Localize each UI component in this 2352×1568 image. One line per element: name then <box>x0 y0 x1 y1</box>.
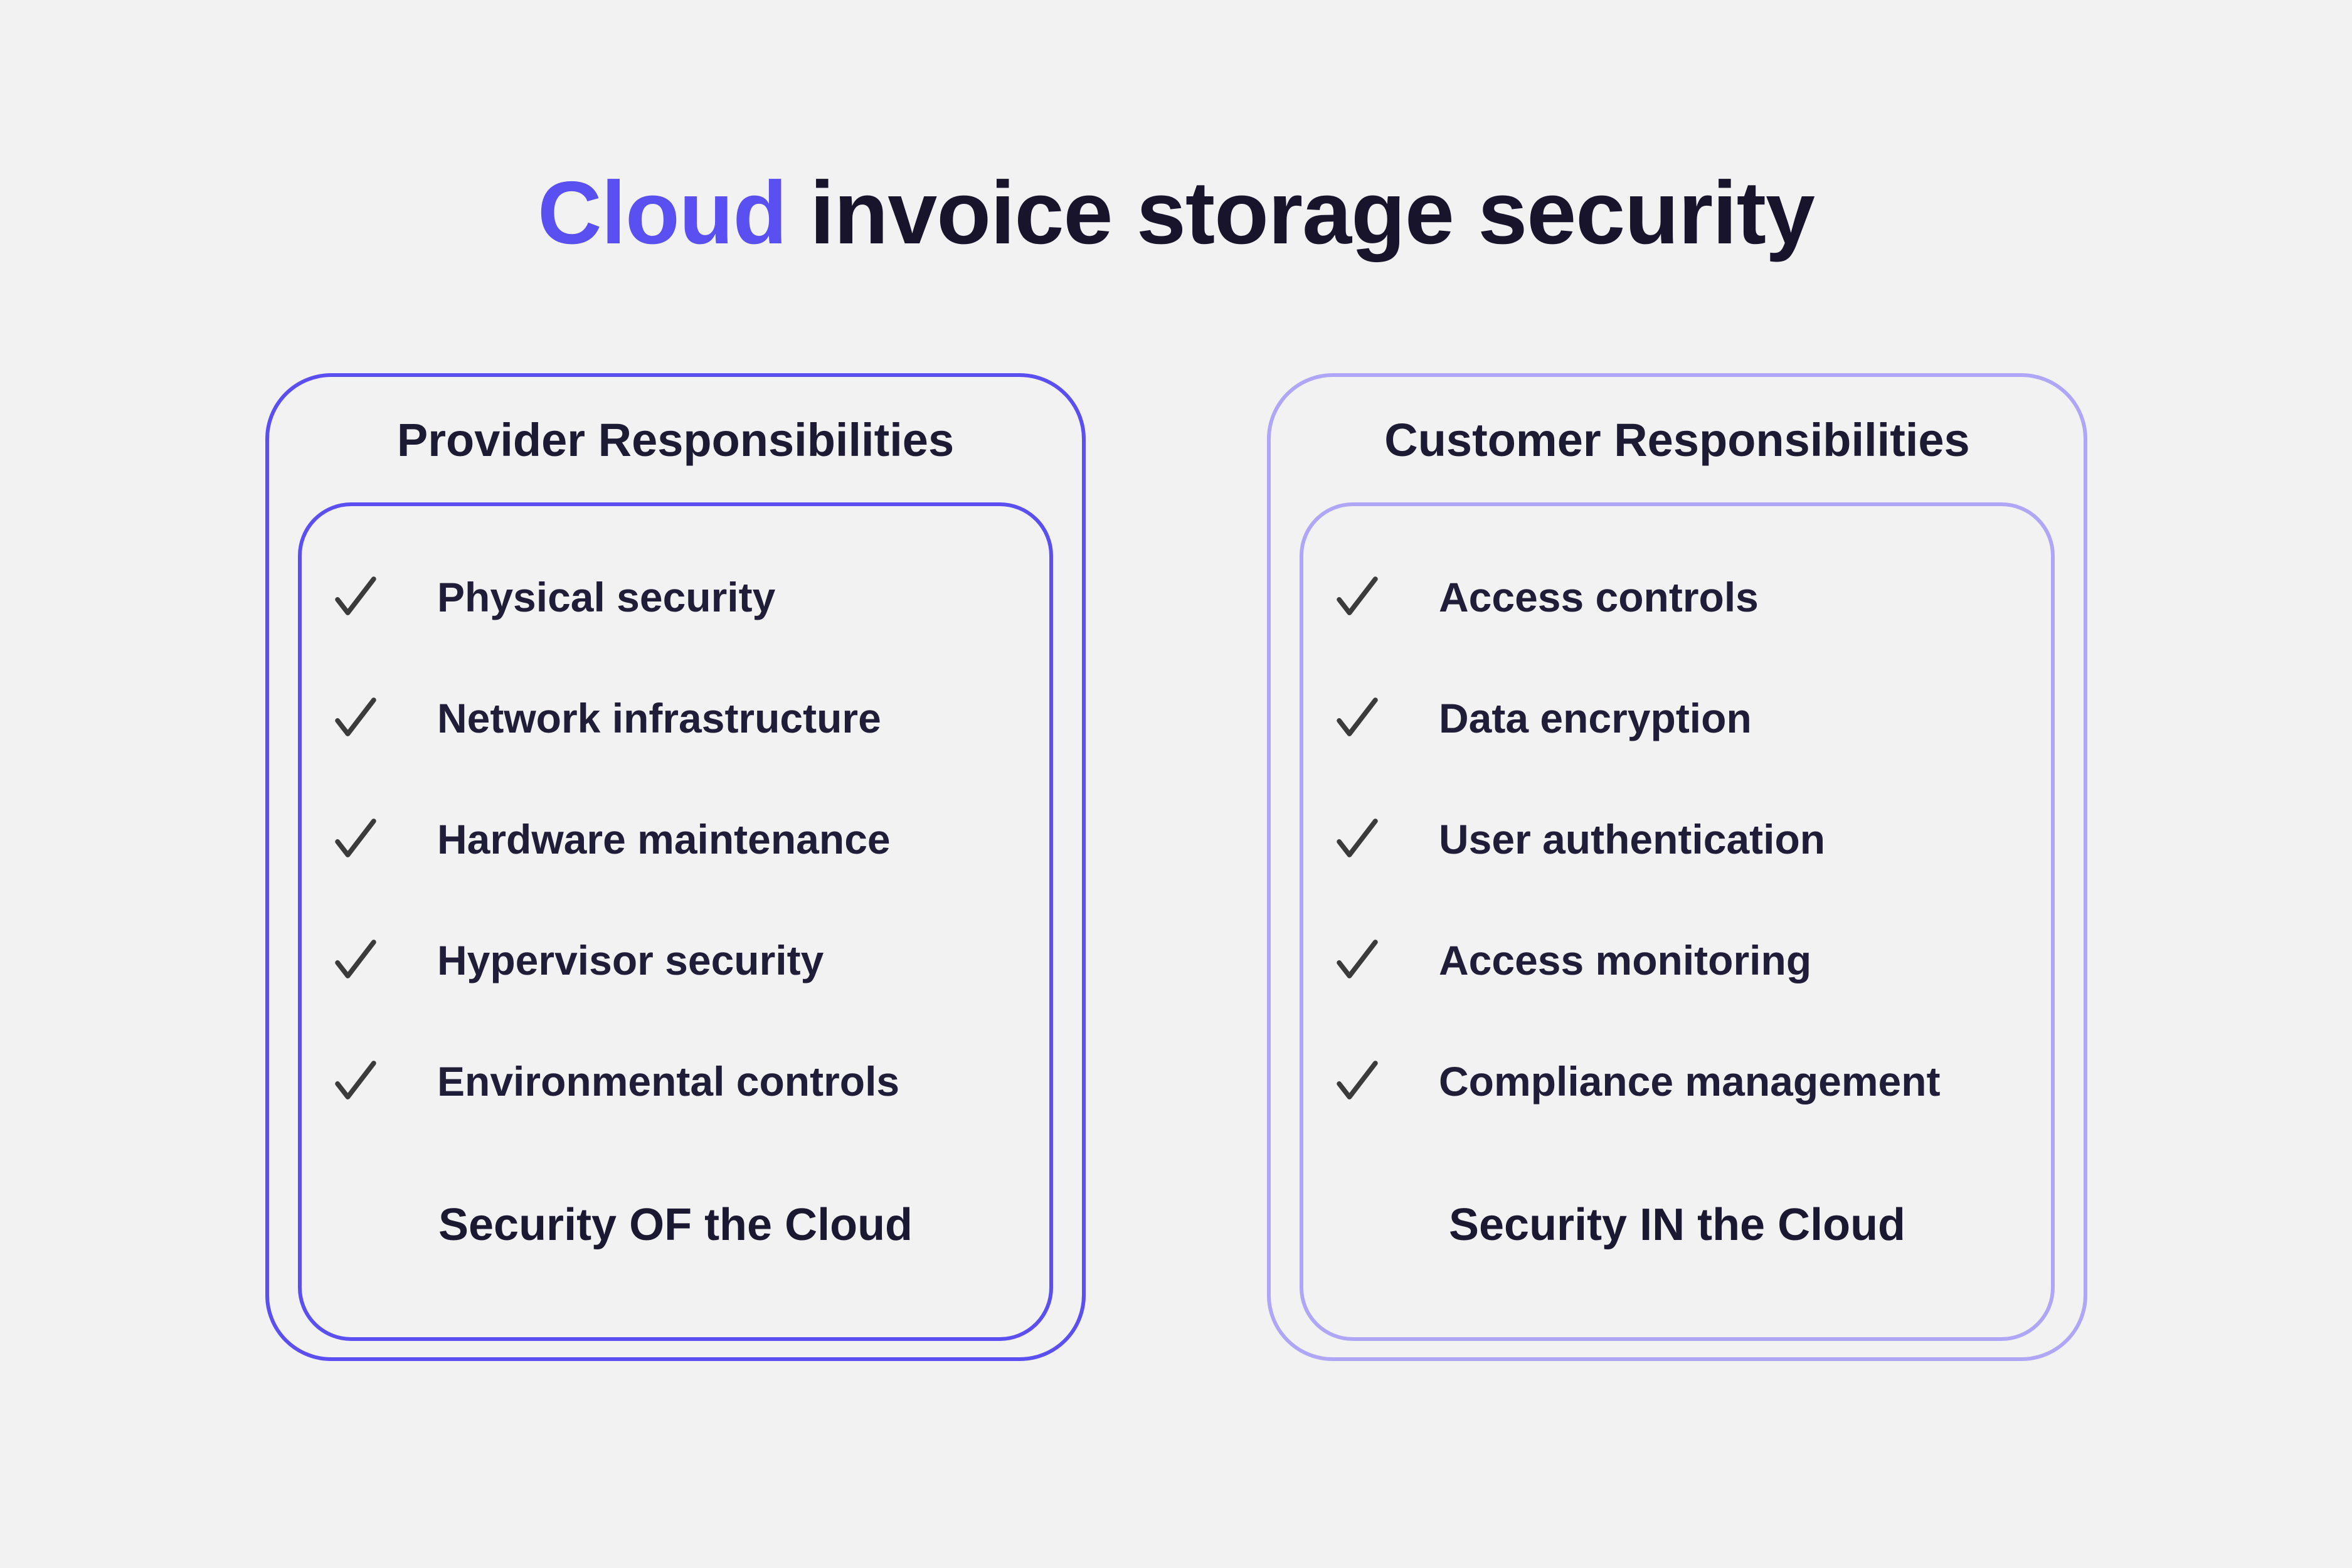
list-item: Physical security <box>331 536 1037 657</box>
customer-footer-label: Security IN the Cloud <box>1448 1200 1906 1250</box>
provider-footer-label: Security OF the Cloud <box>438 1200 913 1250</box>
item-label: Environmental controls <box>437 1057 900 1104</box>
list-item: Access controls <box>1333 536 2038 657</box>
checkmark-icon <box>331 1057 380 1106</box>
list-item: Environmental controls <box>331 1020 1037 1142</box>
item-label: Access controls <box>1439 573 1759 620</box>
list-item: Hypervisor security <box>331 899 1037 1020</box>
checkmark-icon <box>331 936 380 985</box>
provider-inner-card: Physical security Network infrastructure… <box>298 502 1053 1341</box>
checkmark-icon <box>331 573 380 622</box>
customer-inner-card: Access controls Data encryption User aut… <box>1300 502 2055 1341</box>
checkmark-icon <box>1333 815 1382 864</box>
list-item: Compliance management <box>1333 1020 2038 1142</box>
item-label: Hypervisor security <box>437 936 824 983</box>
list-item: Data encryption <box>1333 657 2038 778</box>
checkmark-icon <box>1333 694 1382 743</box>
item-label: Data encryption <box>1439 694 1752 741</box>
checkmark-icon <box>331 694 380 743</box>
list-item: Access monitoring <box>1333 899 2038 1020</box>
customer-checklist: Access controls Data encryption User aut… <box>1303 506 2051 1142</box>
item-label: Hardware maintenance <box>437 815 891 862</box>
customer-panel: Customer Responsibilities Access control… <box>1267 373 2087 1361</box>
list-item: Network infrastructure <box>331 657 1037 778</box>
checkmark-icon <box>331 815 380 864</box>
title-text: invoice storage security <box>810 163 1815 263</box>
list-item: User authentication <box>1333 778 2038 899</box>
checkmark-icon <box>1333 573 1382 622</box>
item-label: Compliance management <box>1439 1057 1941 1104</box>
item-label: Access monitoring <box>1439 936 1812 983</box>
item-label: User authentication <box>1439 815 1826 862</box>
item-label: Physical security <box>437 573 776 620</box>
list-item: Hardware maintenance <box>331 778 1037 899</box>
checkmark-icon <box>1333 936 1382 985</box>
provider-checklist: Physical security Network infrastructure… <box>302 506 1049 1142</box>
checkmark-icon <box>1333 1057 1382 1106</box>
provider-panel: Provider Responsibilities Physical secur… <box>265 373 1086 1361</box>
customer-panel-heading: Customer Responsibilities <box>1384 413 1970 466</box>
item-label: Network infrastructure <box>437 694 881 741</box>
provider-panel-heading: Provider Responsibilities <box>396 413 955 466</box>
title-highlight: Cloud <box>538 163 787 263</box>
